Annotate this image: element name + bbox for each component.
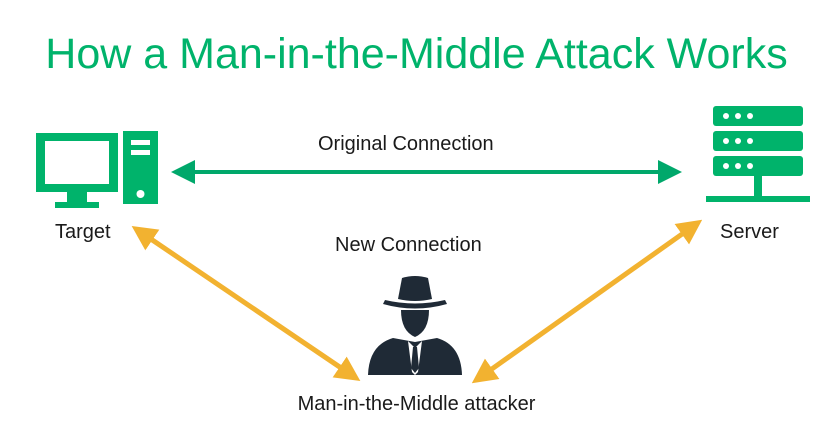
original-connection-label: Original Connection xyxy=(318,133,494,155)
page-title: How a Man-in-the-Middle Attack Works xyxy=(45,30,788,78)
target-attacker-arrow xyxy=(131,225,361,382)
server-label: Server xyxy=(720,221,779,243)
spy-hat-icon xyxy=(368,276,462,375)
target-label: Target xyxy=(55,221,111,243)
new-connection-label: New Connection xyxy=(335,234,482,256)
server-attacker-arrow xyxy=(471,219,703,384)
server-rack-icon xyxy=(706,106,810,202)
attacker-label: Man-in-the-Middle attacker xyxy=(297,393,536,415)
desktop-computer-icon xyxy=(36,131,158,208)
